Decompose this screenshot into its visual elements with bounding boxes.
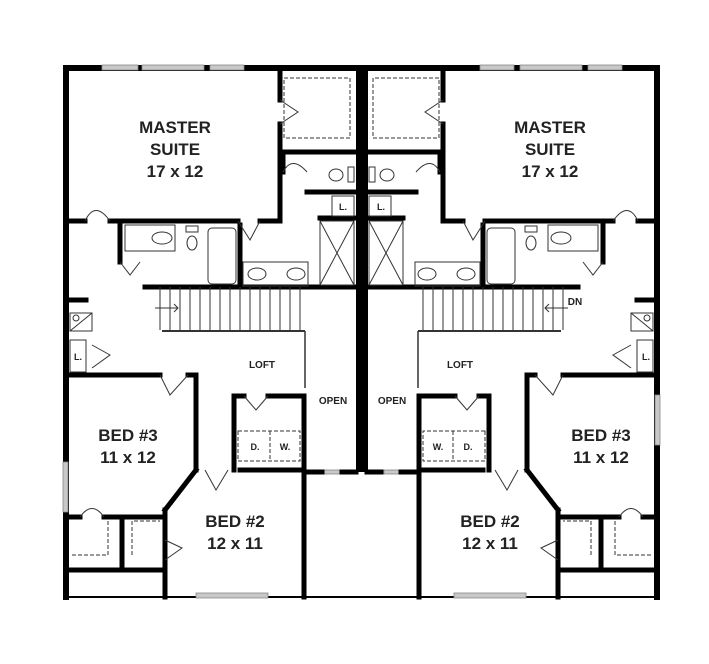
left-linen-label-hall: L. [74,352,82,362]
left-unit-walls [63,65,359,600]
right-linen-label-hall: L. [642,352,650,362]
left-unit-labels: MASTER SUITE 17 x 12 BED #3 11 x 12 BED … [74,118,347,553]
right-open-label: OPEN [378,396,406,407]
left-loft-label: LOFT [249,360,275,371]
stair-treads-left [155,287,306,388]
left-master-label-1: MASTER [139,118,211,137]
left-bed3-label: BED #3 [98,426,158,445]
right-master-label-1: MASTER [514,118,586,137]
right-bed3-label: BED #3 [571,426,631,445]
left-open-label: OPEN [319,396,347,407]
left-master-size: 17 x 12 [147,162,204,181]
left-linen-label-bath: L. [339,202,347,212]
right-washer-label: W. [433,442,444,452]
right-bed2-size: 12 x 11 [462,534,518,553]
right-master-size: 17 x 12 [522,162,579,181]
left-washer-label: W. [280,442,291,452]
left-bed2-size: 12 x 11 [207,534,263,553]
right-bed3-size: 11 x 12 [573,448,629,467]
left-fixtures [69,77,355,561]
right-unit-labels: MASTER SUITE 17 x 12 BED #3 11 x 12 BED … [377,118,650,553]
left-dryer-label: D. [251,442,260,452]
left-master-label-2: SUITE [150,140,200,159]
right-stair-down-label: DN [568,297,582,308]
right-fixtures [368,77,654,561]
right-loft-label: LOFT [447,360,473,371]
right-dryer-label: D. [464,442,473,452]
right-linen-label-bath: L. [377,202,385,212]
party-wall [356,68,368,472]
right-master-label-2: SUITE [525,140,575,159]
left-bed3-size: 11 x 12 [100,448,156,467]
windows [62,64,661,599]
left-bed2-label: BED #2 [205,512,265,531]
right-bed2-label: BED #2 [460,512,520,531]
